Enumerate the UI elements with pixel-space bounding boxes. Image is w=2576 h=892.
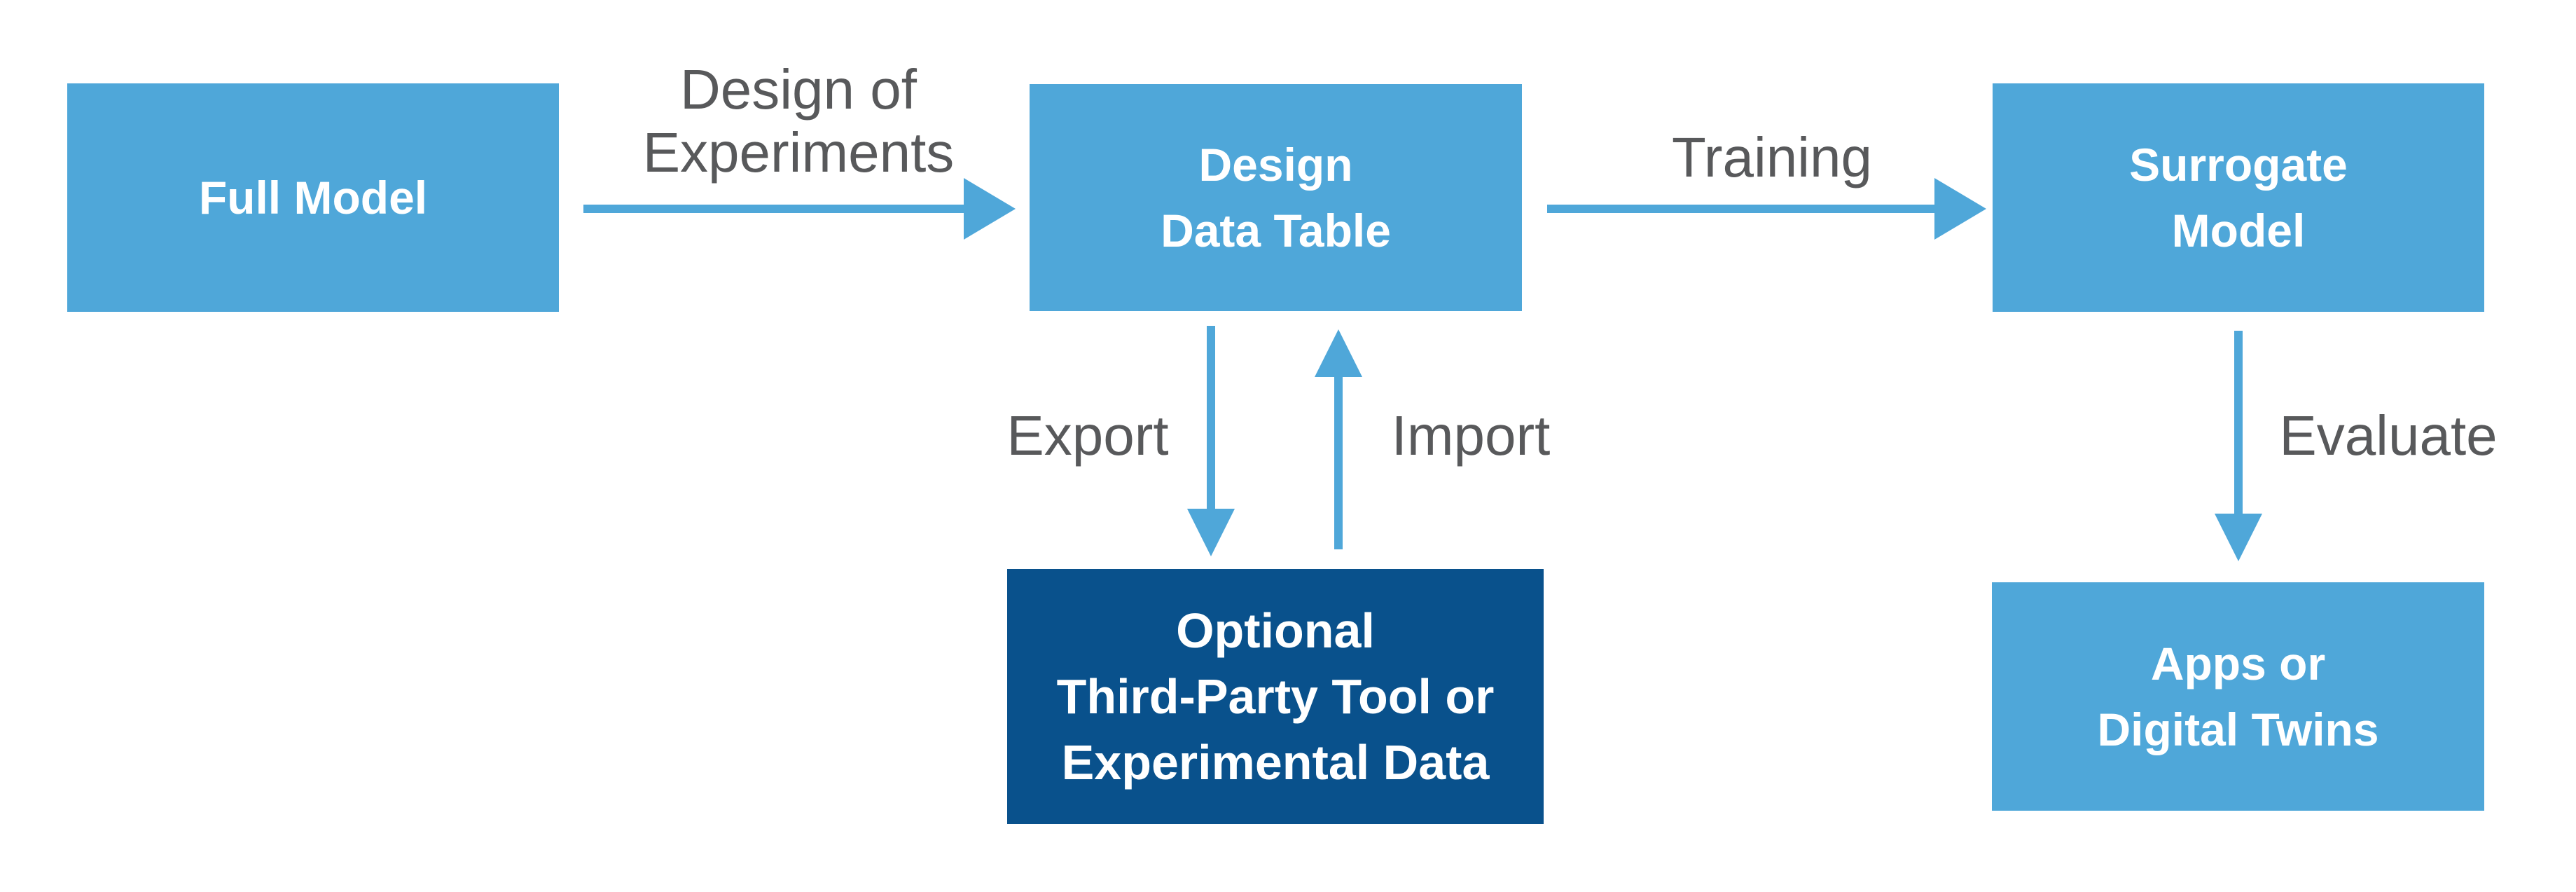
arrow-head bbox=[1187, 509, 1235, 556]
edge-label-design-of-experiments: Design of Experiments bbox=[642, 58, 955, 184]
edge-label-evaluate: Evaluate bbox=[2279, 404, 2498, 467]
node-label: Full Model bbox=[198, 172, 428, 224]
node-label: Apps or Digital Twins bbox=[2097, 638, 2379, 755]
node-label: Optional Third-Party Tool or Experimenta… bbox=[1056, 603, 1495, 790]
node-optional-third-party: Optional Third-Party Tool or Experimenta… bbox=[1007, 569, 1544, 824]
arrow-design-of-experiments bbox=[583, 178, 1016, 240]
arrow-head bbox=[2215, 514, 2262, 561]
arrow-head bbox=[964, 178, 1016, 240]
node-design-data-table: Design Data Table bbox=[1030, 84, 1522, 311]
node-apps-digital-twins: Apps or Digital Twins bbox=[1992, 582, 2484, 811]
node-label: Surrogate Model bbox=[2129, 139, 2348, 256]
arrow-head bbox=[1315, 329, 1362, 377]
node-full-model: Full Model bbox=[67, 83, 559, 312]
edge-label-export: Export bbox=[1006, 404, 1169, 467]
edge-label-import: Import bbox=[1391, 404, 1551, 467]
node-surrogate-model: Surrogate Model bbox=[1993, 83, 2484, 312]
edge-label-training: Training bbox=[1671, 126, 1873, 188]
node-label: Design Data Table bbox=[1161, 139, 1391, 256]
